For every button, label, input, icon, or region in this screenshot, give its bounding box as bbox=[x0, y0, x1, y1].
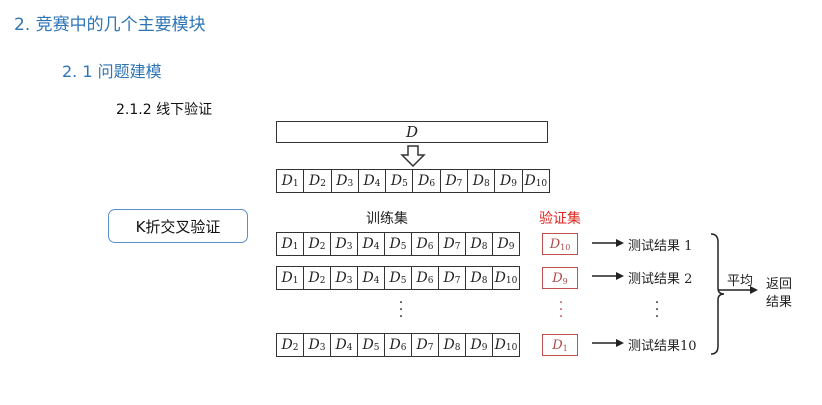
test-result-1: 测试结果 1 bbox=[628, 239, 693, 254]
val-ellipsis: ··· bbox=[558, 295, 564, 325]
test-result-2: 测试结果 2 bbox=[628, 272, 693, 287]
test-result-10: 测试结果10 bbox=[628, 339, 697, 354]
kfold-button-label: K折交叉验证 bbox=[135, 217, 221, 236]
return-result-label: 返回结果 bbox=[766, 277, 793, 310]
dataset-label: D bbox=[405, 123, 419, 141]
train-ellipsis: ··· bbox=[398, 295, 404, 325]
subsection-heading: 2. 1 问题建模 bbox=[62, 62, 162, 81]
right-arrow-icon bbox=[592, 272, 624, 280]
right-arrow-icon bbox=[592, 239, 624, 247]
validation-set-label: 验证集 bbox=[539, 211, 581, 227]
subsubsection-heading: 2.1.2 线下验证 bbox=[116, 102, 213, 118]
right-brace-icon bbox=[710, 233, 725, 355]
kfold-cross-validation-button[interactable]: K折交叉验证 bbox=[108, 209, 248, 243]
right-arrow-icon bbox=[592, 339, 624, 347]
train-set-label: 训练集 bbox=[366, 211, 408, 227]
average-label: 平均 bbox=[727, 274, 754, 289]
hollow-down-arrow-icon bbox=[400, 145, 426, 167]
average-arrow-icon bbox=[718, 286, 758, 294]
dataset-box: D bbox=[276, 121, 548, 143]
section-heading: 2. 竞赛中的几个主要模块 bbox=[14, 15, 206, 35]
result-ellipsis: ··· bbox=[654, 295, 660, 325]
